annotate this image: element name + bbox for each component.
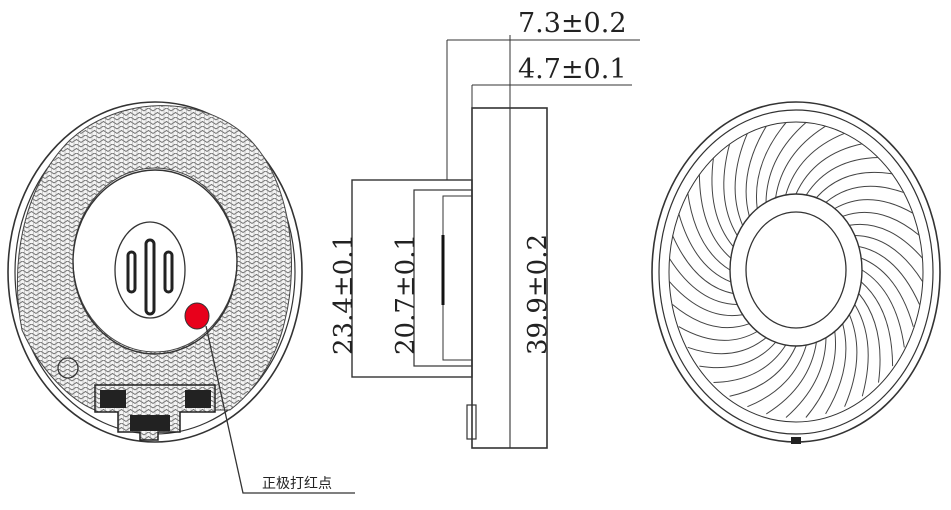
diaphragm-fin [854,235,924,282]
diaphragm-fin [805,157,879,196]
diaphragm-fin [745,125,767,217]
diaphragm-fin [844,314,858,407]
diaphragm-fin [785,132,845,196]
diaphragm-fin [849,223,923,259]
positive-leader-line [205,325,355,494]
diaphragm-fin [756,122,787,209]
diaphragm-fin [858,246,920,305]
diaphragm-fin [765,122,807,203]
side-view: 7.3±0.2 4.7±0.1 23.4±0.1 20.7±0.1 39.9±0… [329,8,640,449]
diaphragm-fin [711,157,734,247]
positive-red-dot [184,302,210,330]
diaphragm-fin [795,143,863,195]
back-center-plate [72,169,238,355]
vent-recess [114,221,186,319]
diaphragm-fin [766,342,817,415]
diaphragm-fin [747,344,807,408]
diaphragm-fin [842,211,920,236]
diaphragm-fin [687,337,767,355]
terminal-pad-center [130,415,170,431]
side-terminal [466,404,477,440]
front-surround-ring [668,121,924,423]
diaphragm-fin [785,337,827,418]
dim-outer-diameter: 39.9±0.2 [523,234,553,355]
front-dome-inner [745,211,847,329]
dim-magnet-diameter: 23.4±0.1 [329,234,359,355]
diaphragm-fin [825,185,905,203]
diaphragm-fin [729,345,797,397]
diaphragm-fin [734,133,748,226]
diaphragm-fin [860,281,894,367]
dim-inner-diameter: 20.7±0.1 [391,234,421,355]
mounting-hole [57,357,79,379]
back-outer-ring [7,101,303,443]
diaphragm-fin [713,344,787,383]
positive-terminal-note: 正极打红点 [262,475,332,492]
front-view [651,101,941,444]
diaphragm-fin [668,258,738,305]
vent-slots [126,238,174,316]
diaphragm-fins [668,122,924,418]
dim-body-thickness: 4.7±0.1 [518,54,627,85]
diaphragm-fin [858,293,881,383]
diaphragm-fin [825,323,847,415]
front-tab [791,437,801,444]
diaphragm-fin [723,143,738,236]
diaphragm-fin [678,213,731,283]
terminal-pad-left [100,390,126,408]
dim-total-thickness: 7.3±0.2 [518,8,627,39]
side-inner-core [442,195,473,361]
diaphragm-fin [687,192,731,271]
terminal-pad-right [185,390,211,408]
diaphragm-fin [699,341,776,369]
diaphragm-fin [698,173,732,259]
diaphragm-fin [861,257,914,327]
diaphragm-fin [805,331,836,418]
diaphragm-fin [861,269,905,348]
back-view: 正极打红点 [7,101,355,494]
diaphragm-fin [775,125,826,198]
diaphragm-fin [672,235,734,294]
front-dome-outer [729,193,863,347]
front-rim-ring [658,109,934,435]
diaphragm-fin [678,326,758,341]
diaphragm-fin [816,171,893,199]
diaphragm-fin [834,199,914,214]
diaphragm-fin [854,304,869,397]
diaphragm-fin [669,281,743,317]
diaphragm-fin [672,304,750,329]
